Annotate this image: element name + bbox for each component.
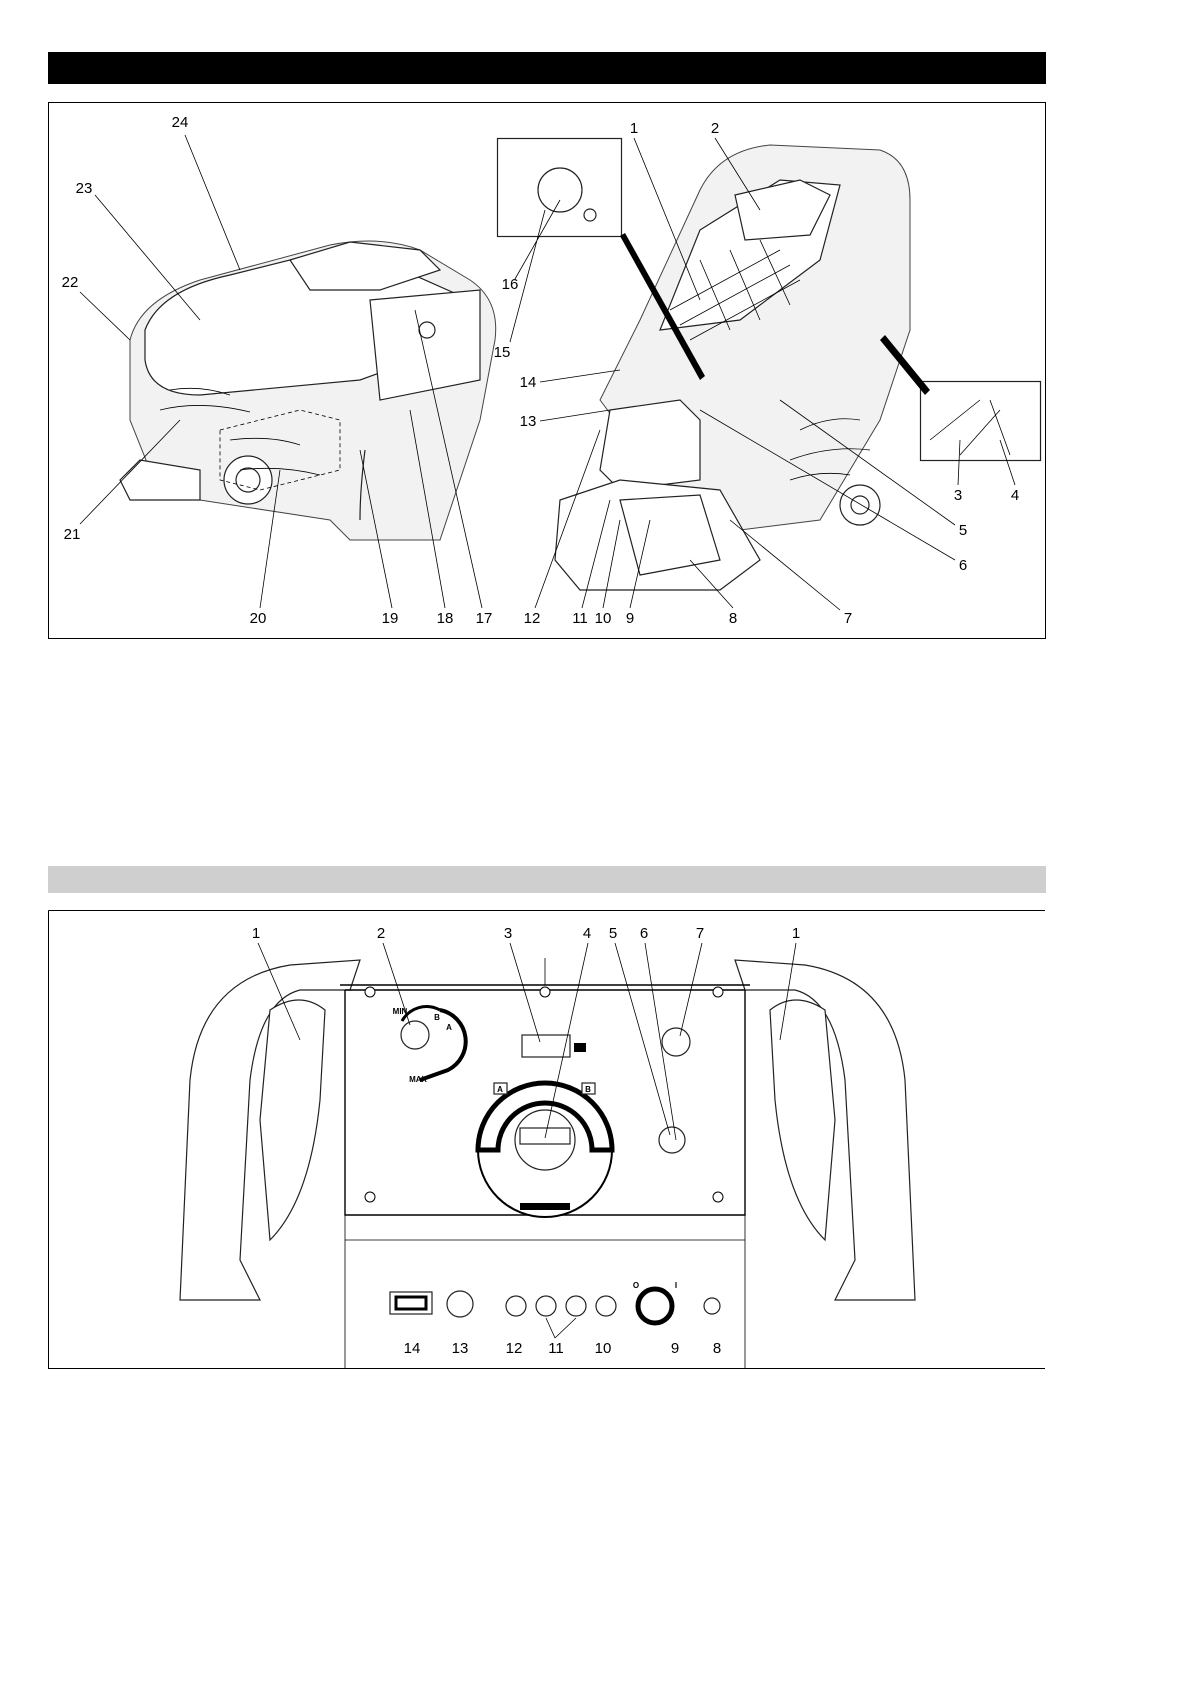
callout-23: 23 xyxy=(76,180,93,197)
knob-a-label: A xyxy=(446,1023,452,1032)
inset-detail-right xyxy=(919,380,1042,462)
callout-8: 8 xyxy=(729,610,737,627)
callout-21: 21 xyxy=(64,526,81,543)
callout-10: 10 xyxy=(595,1340,612,1357)
callout-3: 3 xyxy=(954,487,962,504)
callout-24: 24 xyxy=(172,114,189,131)
section-header-bar xyxy=(48,52,1046,84)
machine-left-view xyxy=(119,240,497,541)
callout-14: 14 xyxy=(520,374,537,391)
callout-18: 18 xyxy=(437,610,454,627)
callout-1-right: 1 xyxy=(792,925,800,942)
subsection-header-bar xyxy=(48,866,1046,893)
callout-1: 1 xyxy=(630,120,638,137)
callout-4: 4 xyxy=(583,925,591,942)
callout-15: 15 xyxy=(494,344,511,361)
key-switch-on-label: I xyxy=(675,1281,677,1290)
callout-9: 9 xyxy=(671,1340,679,1357)
callout-6: 6 xyxy=(959,557,967,574)
machine-right-view xyxy=(554,144,911,591)
callout-16: 16 xyxy=(502,276,519,293)
callout-5: 5 xyxy=(609,925,617,942)
callout-12: 12 xyxy=(506,1340,523,1357)
figure2-frame xyxy=(48,910,1045,1369)
control-panel-drawing: MIN MAX B A A B O I xyxy=(179,958,916,1368)
figure2-callouts: 1 2 3 4 5 6 7 1 14 13 12 11 10 9 8 xyxy=(252,925,800,1357)
callout-2: 2 xyxy=(711,120,719,137)
callout-8: 8 xyxy=(713,1340,721,1357)
callout-11: 11 xyxy=(572,610,588,627)
callout-9: 9 xyxy=(626,610,634,627)
figure1-frame xyxy=(48,102,1046,639)
knob-min-label: MIN xyxy=(393,1007,408,1016)
switch-position-a-label: A xyxy=(497,1085,503,1094)
callout-17: 17 xyxy=(476,610,493,627)
callout-7: 7 xyxy=(696,925,704,942)
callout-19: 19 xyxy=(382,610,399,627)
callout-20: 20 xyxy=(250,610,267,627)
callout-22: 22 xyxy=(62,274,79,291)
callout-2: 2 xyxy=(377,925,385,942)
callout-3: 3 xyxy=(504,925,512,942)
callout-13: 13 xyxy=(452,1340,469,1357)
callout-7: 7 xyxy=(844,610,852,627)
figure1-callouts: 1 2 3 4 5 6 7 8 9 10 11 12 13 14 15 16 1… xyxy=(62,114,1020,627)
switch-position-b-label: B xyxy=(585,1085,591,1094)
callout-11: 11 xyxy=(548,1340,564,1357)
callout-4: 4 xyxy=(1011,487,1019,504)
key-switch-off-label: O xyxy=(633,1281,639,1290)
callout-5: 5 xyxy=(959,522,967,539)
callout-10: 10 xyxy=(595,610,612,627)
callout-12: 12 xyxy=(524,610,541,627)
callout-6: 6 xyxy=(640,925,648,942)
knob-b-label: B xyxy=(434,1013,440,1022)
callout-14: 14 xyxy=(404,1340,421,1357)
callout-1-left: 1 xyxy=(252,925,260,942)
callout-13: 13 xyxy=(520,413,537,430)
knob-max-label: MAX xyxy=(409,1075,427,1084)
